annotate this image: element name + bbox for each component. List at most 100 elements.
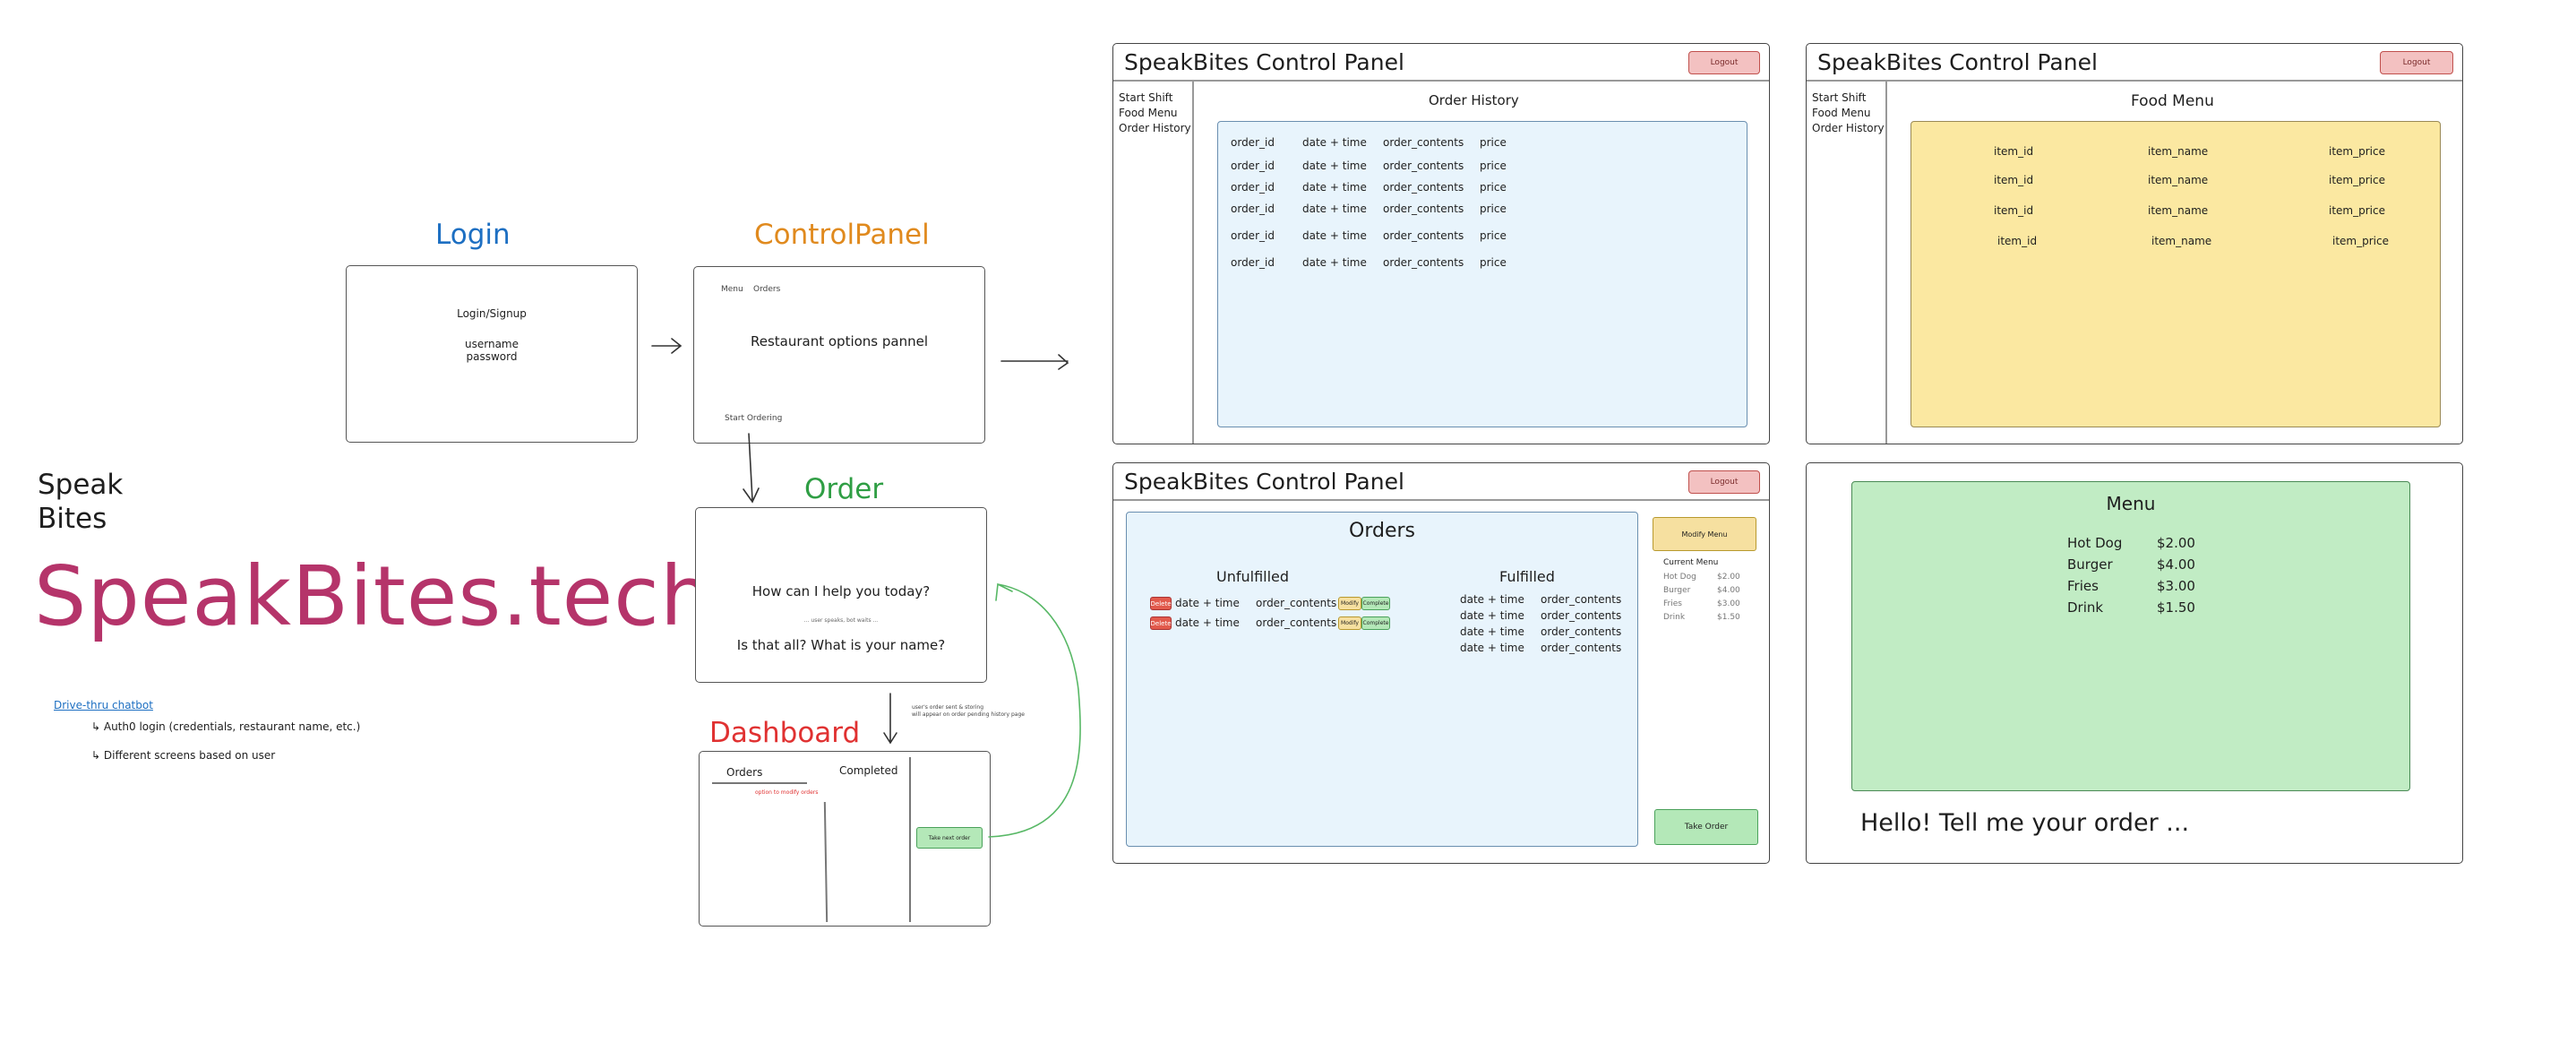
oh-order-id: order_id xyxy=(1231,136,1275,149)
op-header-divider xyxy=(1113,499,1769,501)
current-menu-item: Drink $1.50 xyxy=(1663,611,1740,625)
customer-menu-items: Hot Dog$2.00 Burger$4.00 Fries$3.00 Drin… xyxy=(2067,532,2195,618)
modify-order-button[interactable]: Modify xyxy=(1338,597,1361,610)
menu-item-price: $1.50 xyxy=(2157,599,2195,616)
oh-sidebar-divider xyxy=(1192,80,1194,444)
fulfilled-label: Fulfilled xyxy=(1499,568,1555,585)
order-question-2: Is that all? What is your name? xyxy=(736,637,946,653)
dash-divider-2 xyxy=(909,757,911,922)
fm-item-price: item_price xyxy=(2329,145,2385,158)
order-screen: How can I help you today? ... user speak… xyxy=(695,507,987,683)
current-menu-item: Burger$4.00 xyxy=(1663,584,1740,598)
oh-order-id: order_id xyxy=(1231,256,1275,269)
oh-price: price xyxy=(1480,203,1507,215)
take-next-order-button[interactable]: Take next order xyxy=(916,827,983,849)
menu-item-price: $4.00 xyxy=(2157,556,2195,573)
complete-order-button[interactable]: Complete xyxy=(1361,597,1390,610)
arrow-dash-to-order xyxy=(988,582,1081,838)
current-menu-label: Current Menu xyxy=(1663,558,1719,567)
fm-item-name: item_name xyxy=(2148,204,2209,217)
sidebar-item-food-menu[interactable]: Food Menu xyxy=(1119,107,1178,119)
oh-order-contents: order_contents xyxy=(1383,136,1464,149)
username-field[interactable]: username xyxy=(465,338,519,350)
modify-menu-button[interactable]: Modify Menu xyxy=(1653,517,1756,551)
sidebar-item-start-shift[interactable]: Start Shift xyxy=(1812,91,1867,104)
unfulfilled-date-time: date + time xyxy=(1175,616,1240,629)
login-signup-label[interactable]: Login/Signup xyxy=(457,307,527,320)
oh-order-contents: order_contents xyxy=(1383,181,1464,194)
menu-item: Fries$3.00 xyxy=(2067,575,2195,597)
fm-item-price: item_price xyxy=(2329,174,2385,186)
sidebar-item-food-menu[interactable]: Food Menu xyxy=(1812,107,1871,119)
oh-date-time: date + time xyxy=(1302,136,1367,149)
oh-sidebar: Start Shift Food Menu Order History xyxy=(1119,91,1191,136)
dashboard-screen: Orders Completed option to modify orders… xyxy=(699,751,991,927)
current-menu-name: Drink xyxy=(1663,613,1686,622)
menu-item-price: $3.00 xyxy=(2157,578,2195,594)
fm-item-id: item_id xyxy=(1994,204,2034,217)
fulfilled-date-time: date + time xyxy=(1460,593,1524,606)
oh-price: price xyxy=(1480,229,1507,242)
controlpanel-heading: ControlPanel xyxy=(754,219,930,251)
brand-big-title: SpeakBites.tech xyxy=(34,548,714,644)
op-logout-button[interactable]: Logout xyxy=(1688,470,1760,494)
password-field[interactable]: password xyxy=(466,350,518,363)
sidebar-item-start-shift[interactable]: Start Shift xyxy=(1119,91,1173,104)
oh-price: price xyxy=(1480,181,1507,194)
fm-item-name: item_name xyxy=(2151,235,2212,247)
fm-item-name: item_name xyxy=(2148,145,2209,158)
take-order-button[interactable]: Take Order xyxy=(1654,809,1758,845)
cp-orders-link[interactable]: Orders xyxy=(753,285,781,294)
order-history-panel: SpeakBites Control Panel Logout Start Sh… xyxy=(1112,43,1770,444)
cp-menu-link[interactable]: Menu xyxy=(721,285,743,294)
oh-logout-button[interactable]: Logout xyxy=(1688,51,1760,74)
note-auth: ↳ Auth0 login (credentials, restaurant n… xyxy=(91,720,361,733)
dash-completed-col: Completed xyxy=(839,764,898,777)
brand-short-line1: Speak xyxy=(38,469,124,501)
sidebar-item-order-history[interactable]: Order History xyxy=(1119,122,1191,134)
fulfilled-contents: order_contents xyxy=(1541,642,1622,654)
menu-item-name: Burger xyxy=(2067,556,2113,573)
customer-greeting: Hello! Tell me your order ... xyxy=(1860,809,2190,837)
fm-table-area: item_id item_name item_price item_id ite… xyxy=(1911,121,2441,427)
cp-center-text: Restaurant options pannel xyxy=(750,333,929,349)
fulfilled-date-time: date + time xyxy=(1460,625,1524,638)
cp-start-ordering[interactable]: Start Ordering xyxy=(725,414,783,423)
customer-menu-board: Menu Hot Dog$2.00 Burger$4.00 Fries$3.00… xyxy=(1851,481,2410,791)
complete-order-button[interactable]: Complete xyxy=(1361,616,1390,630)
dashboard-heading: Dashboard xyxy=(709,717,861,749)
oh-order-id: order_id xyxy=(1231,203,1275,215)
drive-thru-link[interactable]: Drive-thru chatbot xyxy=(54,699,153,711)
dash-red-note: option to modify orders xyxy=(755,789,819,796)
side-note-line2: will appear on order pending history pag… xyxy=(912,711,1025,718)
fm-item-id: item_id xyxy=(1997,235,2038,247)
brand-short-line2: Bites xyxy=(38,503,107,535)
fm-sidebar: Start Shift Food Menu Order History xyxy=(1812,91,1885,136)
menu-item: Burger $4.00 xyxy=(2067,554,2195,575)
fm-item-id: item_id xyxy=(1994,174,2034,186)
modify-order-button[interactable]: Modify xyxy=(1338,616,1361,630)
menu-item-name: Hot Dog xyxy=(2067,535,2123,551)
order-hint: ... user speaks, bot waits ... xyxy=(803,617,879,624)
fm-item-name: item_name xyxy=(2148,174,2209,186)
sidebar-item-order-history[interactable]: Order History xyxy=(1812,122,1885,134)
unfulfilled-date-time: date + time xyxy=(1175,597,1240,609)
current-menu-price: $1.50 xyxy=(1717,613,1740,622)
login-heading: Login xyxy=(435,219,511,251)
delete-order-button[interactable]: Delete xyxy=(1150,597,1172,610)
oh-order-contents: order_contents xyxy=(1383,159,1464,172)
fm-logout-button[interactable]: Logout xyxy=(2380,51,2453,74)
oh-table-area: order_id date + time order_contents pric… xyxy=(1217,121,1747,427)
oh-heading: Order History xyxy=(1429,92,1519,108)
customer-menu-panel: Menu Hot Dog$2.00 Burger$4.00 Fries$3.00… xyxy=(1806,462,2463,864)
oh-order-contents: order_contents xyxy=(1383,229,1464,242)
unfulfilled-label: Unfulfilled xyxy=(1216,568,1290,585)
oh-date-time: date + time xyxy=(1302,229,1367,242)
oh-price: price xyxy=(1480,136,1507,149)
current-menu-price: $3.00 xyxy=(1717,599,1740,608)
op-orders-area: Orders Unfulfilled Fulfilled Delete date… xyxy=(1126,512,1638,847)
arrow-order-to-dash xyxy=(883,693,897,745)
oh-order-id: order_id xyxy=(1231,181,1275,194)
delete-order-button[interactable]: Delete xyxy=(1150,616,1172,630)
fm-header-divider xyxy=(1807,80,2462,82)
